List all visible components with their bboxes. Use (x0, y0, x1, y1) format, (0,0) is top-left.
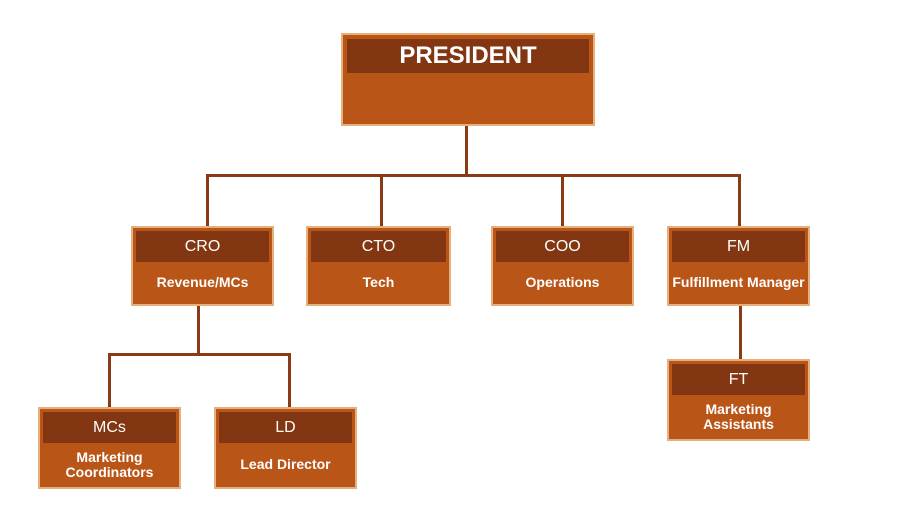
connector-level2-bar (108, 353, 291, 356)
connector-cro-down (197, 304, 200, 356)
node-ft: FT Marketing Assistants (667, 359, 810, 441)
connector-to-ld (288, 353, 291, 409)
node-fm-subtitle: Fulfillment Manager (672, 273, 805, 290)
connector-to-cto (380, 174, 383, 227)
node-fm: FM Fulfillment Manager (667, 226, 810, 306)
node-ld-title: LD (219, 412, 352, 443)
node-cto-subtitle: Tech (362, 273, 395, 290)
node-coo-title: COO (496, 231, 629, 262)
node-mcs-subtitle: Marketing Coordinators (65, 448, 154, 480)
node-cto: CTO Tech (306, 226, 451, 306)
node-cro-subtitle: Revenue/MCs (156, 273, 249, 290)
node-mcs-title: MCs (43, 412, 176, 443)
connector-to-fm (738, 174, 741, 227)
node-mcs: MCs Marketing Coordinators (38, 407, 181, 489)
node-coo-subtitle: Operations (525, 273, 600, 290)
node-ld: LD Lead Director (214, 407, 357, 489)
connector-to-mcs (108, 353, 111, 409)
connector-to-coo (561, 174, 564, 227)
node-president-title: PRESIDENT (347, 39, 589, 73)
node-coo: COO Operations (491, 226, 634, 306)
node-fm-title: FM (672, 231, 805, 262)
node-ld-subtitle: Lead Director (240, 456, 331, 472)
node-cro-title: CRO (136, 231, 269, 262)
node-ft-title: FT (672, 364, 805, 395)
connector-president-down (465, 124, 468, 176)
connector-fm-to-ft (739, 304, 742, 361)
node-cro: CRO Revenue/MCs (131, 226, 274, 306)
node-cto-title: CTO (311, 231, 446, 262)
connector-to-cro (206, 174, 209, 227)
node-ft-subtitle: Marketing Assistants (703, 400, 774, 432)
node-president: PRESIDENT (341, 33, 595, 126)
connector-level1-bar (206, 174, 741, 177)
